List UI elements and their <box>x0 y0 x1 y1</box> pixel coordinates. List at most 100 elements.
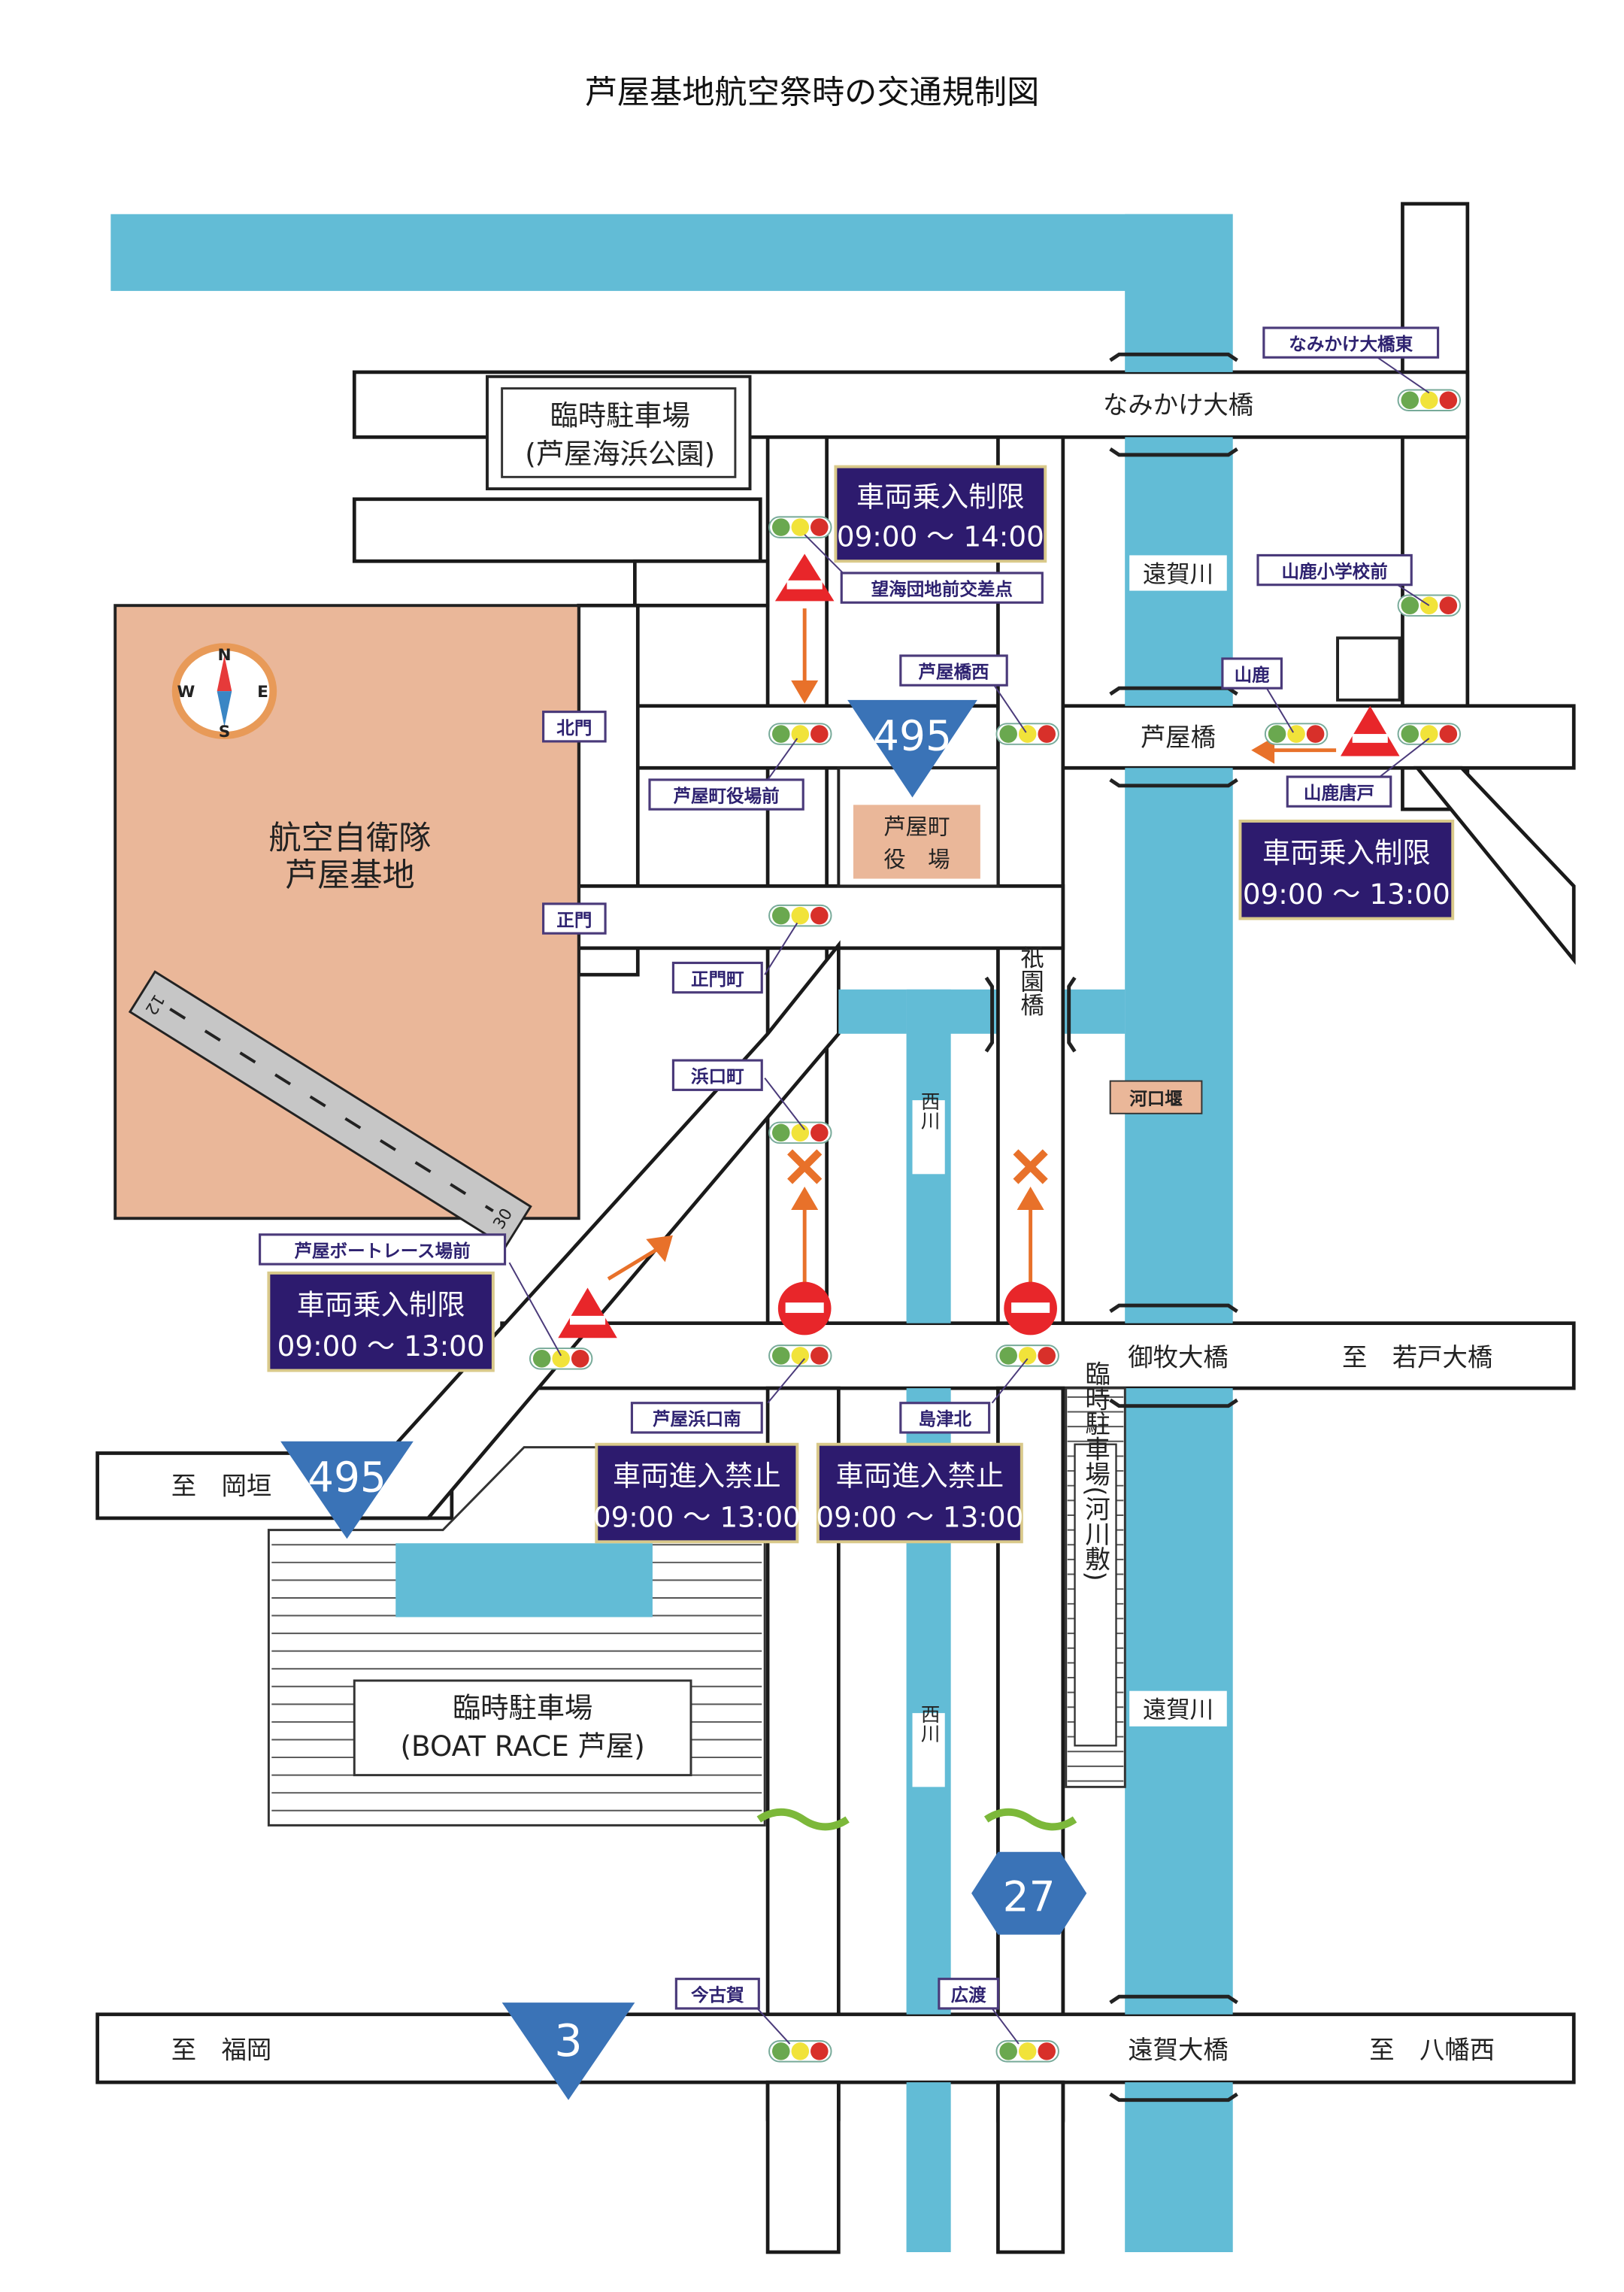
svg-text:芦屋ボートレース場前: 芦屋ボートレース場前 <box>294 1240 470 1261</box>
traffic-signal-icon <box>995 1345 1059 1367</box>
route-signs: 495 495 27 3 <box>280 699 1087 2100</box>
onga-river-label-lower: 遠賀川 <box>1143 1696 1213 1724</box>
traffic-signal-icon <box>1397 389 1462 411</box>
svg-text:E: E <box>257 683 268 702</box>
traffic-marks <box>558 553 1400 1339</box>
svg-text:芦屋浜口南: 芦屋浜口南 <box>653 1408 741 1429</box>
intersection-tag: 広渡 <box>938 1978 1020 2045</box>
intersection-tag: 山鹿 <box>1221 657 1294 733</box>
svg-text:W: W <box>177 683 195 702</box>
svg-text:N: N <box>217 646 231 665</box>
svg-text:車両乗入制限: 車両乗入制限 <box>297 1288 465 1321</box>
svg-text:浜口町: 浜口町 <box>691 1066 744 1087</box>
traffic-signal-icon <box>768 1345 832 1367</box>
dest-fukuoka: 至 福岡 <box>171 2036 272 2065</box>
ashiya-bridge-label: 芦屋橋 <box>1141 723 1216 752</box>
sea-strip <box>111 214 1233 291</box>
svg-text:車両乗入制限: 車両乗入制限 <box>1262 836 1431 869</box>
road-south-left <box>765 2080 841 2254</box>
route-495-sign-top: 495 <box>847 699 977 798</box>
intersection-tag: 芦屋ボートレース場前 <box>259 1233 562 1357</box>
traffic-signals <box>529 389 1462 2063</box>
road-break-markers <box>756 1808 1077 1831</box>
dest-yahatanishi: 至 八幡西 <box>1369 2036 1495 2065</box>
traffic-signal-icon <box>995 2040 1059 2063</box>
map-title: 芦屋基地航空祭時の交通規制図 <box>585 74 1040 111</box>
svg-text:車両乗入制限: 車両乗入制限 <box>856 481 1025 514</box>
svg-text:09:00 ～ 13:00: 09:00 ～ 13:00 <box>593 1501 801 1534</box>
intersection-tag: 望海団地前交差点 <box>804 534 1044 604</box>
compass-icon: N S W E <box>171 643 277 741</box>
parking-kasenjiki-label: 臨時駐車場(河川敷) <box>1081 1361 1110 1581</box>
runway: 12 30 <box>128 970 532 1248</box>
base-name-line2: 芦屋基地 <box>285 856 415 894</box>
air-base: 航空自衛隊 芦屋基地 12 30 N S W E <box>114 604 580 1248</box>
svg-text:495: 495 <box>873 712 952 760</box>
gate-north: 北門 <box>556 717 592 738</box>
road-yamaga-diagonal <box>1413 766 1576 966</box>
onga-bridge-label: 遠賀大橋 <box>1128 2036 1229 2065</box>
road-upper-left <box>352 497 762 563</box>
traffic-signal-icon <box>768 723 832 745</box>
dest-okagaki: 至 岡垣 <box>171 1471 272 1500</box>
regulation-box: 車両進入禁止 09:00 ～ 13:00 <box>593 1442 801 1544</box>
gate-main: 正門 <box>556 909 592 930</box>
town-hall-line1: 芦屋町 <box>883 814 950 840</box>
intersection-tag: 浜口町 <box>671 1059 805 1130</box>
traffic-signal-icon <box>1397 723 1462 745</box>
gate-labels: 北門 正門 <box>542 711 607 935</box>
svg-text:09:00 ～ 13:00: 09:00 ～ 13:00 <box>277 1329 485 1363</box>
namikake-bridge-label: なみかけ大橋 <box>1103 390 1253 420</box>
svg-text:車両進入禁止: 車両進入禁止 <box>835 1460 1004 1493</box>
svg-text:山鹿小学校前: 山鹿小学校前 <box>1281 561 1387 582</box>
arrow-diagonal-icon <box>607 1248 659 1281</box>
svg-text:09:00 ～ 13:00: 09:00 ～ 13:00 <box>816 1501 1023 1534</box>
svg-text:望海団地前交差点: 望海団地前交差点 <box>871 578 1013 599</box>
svg-text:山鹿唐戸: 山鹿唐戸 <box>1304 782 1374 803</box>
traffic-signal-icon <box>995 723 1059 745</box>
intersection-tags: なみかけ大橋東 望海団地前交差点 山鹿小学校前 芦屋橋西 山鹿 山鹿唐戸 <box>259 326 1440 2045</box>
traffic-signal-icon <box>768 2040 832 2063</box>
restriction-triangle-icon <box>1340 705 1400 756</box>
closed-x-icon <box>787 1149 823 1184</box>
route-27-sign: 27 <box>971 1851 1087 1935</box>
traffic-signal-icon <box>768 904 832 927</box>
onga-river-label-upper: 遠賀川 <box>1143 561 1213 588</box>
building <box>1336 636 1401 702</box>
nishikawa-label-upper: 西川 <box>917 1091 940 1129</box>
svg-text:S: S <box>219 723 231 741</box>
route-495-sign-bottom: 495 <box>280 1441 414 1539</box>
parking-kasenjiki: 臨時駐車場(河川敷) <box>1065 1361 1126 1788</box>
place-labels: 遠賀川 遠賀川 河口堰 西川 西川 なみかけ大橋 芦屋橋 祇園橋 御牧大橋 遠賀… <box>171 390 1495 2065</box>
intersection-tag: 今古賀 <box>674 1978 791 2045</box>
parking-kaihin: 臨時駐車場 (芦屋海浜公園) <box>486 374 752 491</box>
traffic-signal-icon <box>768 1121 832 1144</box>
intersection-tag: 山鹿小学校前 <box>1256 553 1430 607</box>
svg-text:09:00 ～ 13:00: 09:00 ～ 13:00 <box>1243 878 1450 911</box>
intersection-tag: 正門町 <box>671 922 798 994</box>
dest-wakato: 至 若戸大橋 <box>1342 1343 1492 1372</box>
svg-text:車両進入禁止: 車両進入禁止 <box>613 1460 781 1493</box>
svg-text:山鹿: 山鹿 <box>1235 664 1270 685</box>
regulation-box: 車両乗入制限 09:00 ～ 13:00 <box>1238 819 1455 920</box>
regulation-boxes: 車両乗入制限 09:00 ～ 14:00 車両乗入制限 09:00 ～ 13:0… <box>267 465 1455 1544</box>
restriction-triangle-icon <box>558 1287 617 1339</box>
svg-text:495: 495 <box>308 1454 386 1502</box>
restriction-triangle-icon <box>774 553 835 602</box>
svg-text:27: 27 <box>1003 1872 1056 1921</box>
svg-text:なみかけ大橋東: なみかけ大橋東 <box>1289 333 1413 354</box>
parking-boatrace-line1: 臨時駐車場 <box>453 1691 592 1724</box>
intersection-tag: 芦屋橋西 <box>899 654 1027 733</box>
svg-text:09:00 ～ 14:00: 09:00 ～ 14:00 <box>837 520 1044 553</box>
parking-boatrace-line2: (BOAT RACE 芦屋) <box>400 1730 644 1763</box>
traffic-signal-icon <box>768 516 832 538</box>
town-hall-line2: 役 場 <box>883 847 950 872</box>
svg-text:芦屋町役場前: 芦屋町役場前 <box>673 785 779 806</box>
base-name-line1: 航空自衛隊 <box>268 820 431 857</box>
svg-text:今古賀: 今古賀 <box>691 1984 744 2006</box>
regulation-box: 車両乗入制限 09:00 ～ 13:00 <box>267 1271 495 1372</box>
traffic-signal-icon <box>529 1348 593 1370</box>
svg-text:広渡: 広渡 <box>951 1984 987 2006</box>
closed-x-icon <box>1013 1149 1048 1184</box>
